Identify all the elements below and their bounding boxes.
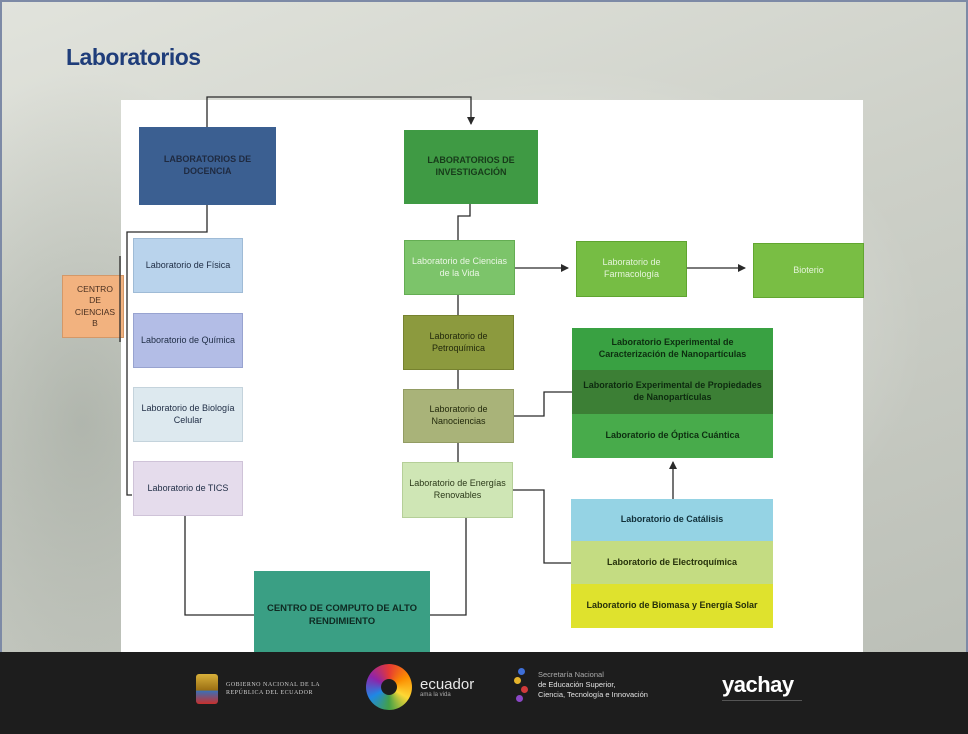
senescyt-line-1: Secretaría Nacional bbox=[538, 670, 604, 680]
investigacion-label: LABORATORIOS DE INVESTIGACIÓN bbox=[427, 155, 515, 177]
senescyt-mark-icon bbox=[512, 668, 530, 702]
lab-caracterizacion-box: Laboratorio Experimental de Caracterizac… bbox=[572, 328, 773, 370]
lab-quimica-box: Laboratorio de Química bbox=[133, 313, 243, 368]
centro-computo-box: CENTRO DE COMPUTO DE ALTO RENDIMIENTO bbox=[254, 571, 430, 660]
lab-optica-box: Laboratorio de Óptica Cuántica bbox=[572, 414, 773, 458]
lab-propiedades-box: Laboratorio Experimental de Propiedades … bbox=[572, 370, 773, 414]
lab-propiedades-label: Laboratorio Experimental de Propiedades … bbox=[583, 380, 762, 402]
lab-quimica-label: Laboratorio de Química bbox=[140, 334, 236, 345]
investigacion-header-box: LABORATORIOS DE INVESTIGACIÓN bbox=[404, 130, 538, 204]
lab-biomasa-box: Laboratorio de Biomasa y Energía Solar bbox=[571, 584, 773, 628]
lab-catalisis-box: Laboratorio de Catálisis bbox=[571, 499, 773, 541]
lab-optica-label: Laboratorio de Óptica Cuántica bbox=[605, 430, 740, 441]
lab-fisica-box: Laboratorio de Física bbox=[133, 238, 243, 293]
lab-fisica-label: Laboratorio de Física bbox=[145, 259, 231, 270]
lab-caracterizacion-label: Laboratorio Experimental de Caracterizac… bbox=[598, 337, 747, 359]
docencia-header-box: LABORATORIOS DE DOCENCIA bbox=[139, 127, 276, 205]
lab-petroquimica-box: Laboratorio de Petroquímica bbox=[403, 315, 514, 370]
lab-energias-label: Laboratorio de Energías Renovables bbox=[409, 478, 506, 500]
lab-farmacologia-box: Laboratorio de Farmacología bbox=[576, 241, 687, 297]
ecuador-logo: ecuador ama la vida bbox=[366, 664, 474, 710]
slide-title: Laboratorios bbox=[66, 44, 201, 70]
lab-tics-box: Laboratorio de TICS bbox=[133, 461, 243, 516]
gobierno-logo-text: Gobierno Nacional de la República del Ec… bbox=[226, 681, 320, 696]
docencia-label: LABORATORIOS DE DOCENCIA bbox=[163, 154, 252, 176]
ecuador-spiral-icon bbox=[366, 664, 412, 710]
ecuador-crest-icon bbox=[196, 674, 218, 704]
lab-tics-label: Laboratorio de TICS bbox=[147, 482, 229, 493]
footer-bar bbox=[0, 652, 968, 734]
senescyt-line-3: Ciencia, Tecnología e Innovación bbox=[538, 689, 648, 699]
lab-farmacologia-label: Laboratorio de Farmacología bbox=[602, 257, 661, 279]
bioterio-box: Bioterio bbox=[753, 243, 864, 298]
ecuador-logo-text: ecuador bbox=[420, 675, 475, 693]
gobierno-logo: Gobierno Nacional de la República del Ec… bbox=[196, 674, 346, 704]
lab-nanociencias-box: Laboratorio de Nanociencias bbox=[403, 389, 514, 443]
lab-catalisis-label: Laboratorio de Catálisis bbox=[620, 514, 724, 525]
yachay-logo-text: yachay bbox=[722, 672, 794, 697]
lab-electroquimica-box: Laboratorio de Electroquímica bbox=[571, 541, 773, 584]
senescyt-logo: Secretaría Nacional de Educación Superio… bbox=[512, 668, 648, 702]
yachay-tagline-bar bbox=[722, 700, 802, 704]
lab-biomasa-label: Laboratorio de Biomasa y Energía Solar bbox=[586, 600, 758, 611]
bioterio-label: Bioterio bbox=[793, 264, 824, 275]
lab-nanociencias-label: Laboratorio de Nanociencias bbox=[429, 404, 488, 426]
lab-ciencias-vida-box: Laboratorio de Ciencias de la Vida bbox=[404, 240, 515, 295]
lab-petroquimica-label: Laboratorio de Petroquímica bbox=[429, 330, 488, 353]
yachay-logo: yachay bbox=[722, 672, 802, 704]
lab-biologia-box: Laboratorio de Biología Celular bbox=[133, 387, 243, 442]
lab-ciencias-vida-label: Laboratorio de Ciencias de la Vida bbox=[411, 255, 508, 278]
lab-energias-box: Laboratorio de Energías Renovables bbox=[402, 462, 513, 518]
centro-ciencias-label: CENTRO DE CIENCIAS B bbox=[74, 284, 116, 328]
ecuador-tagline: ama la vida bbox=[420, 691, 451, 698]
lab-electroquimica-label: Laboratorio de Electroquímica bbox=[606, 556, 738, 567]
senescyt-line-2: de Educación Superior, bbox=[538, 680, 616, 690]
centro-ciencias-box: CENTRO DE CIENCIAS B bbox=[62, 275, 124, 338]
lab-biologia-label: Laboratorio de Biología Celular bbox=[141, 402, 235, 425]
centro-computo-label: CENTRO DE COMPUTO DE ALTO RENDIMIENTO bbox=[266, 603, 418, 627]
